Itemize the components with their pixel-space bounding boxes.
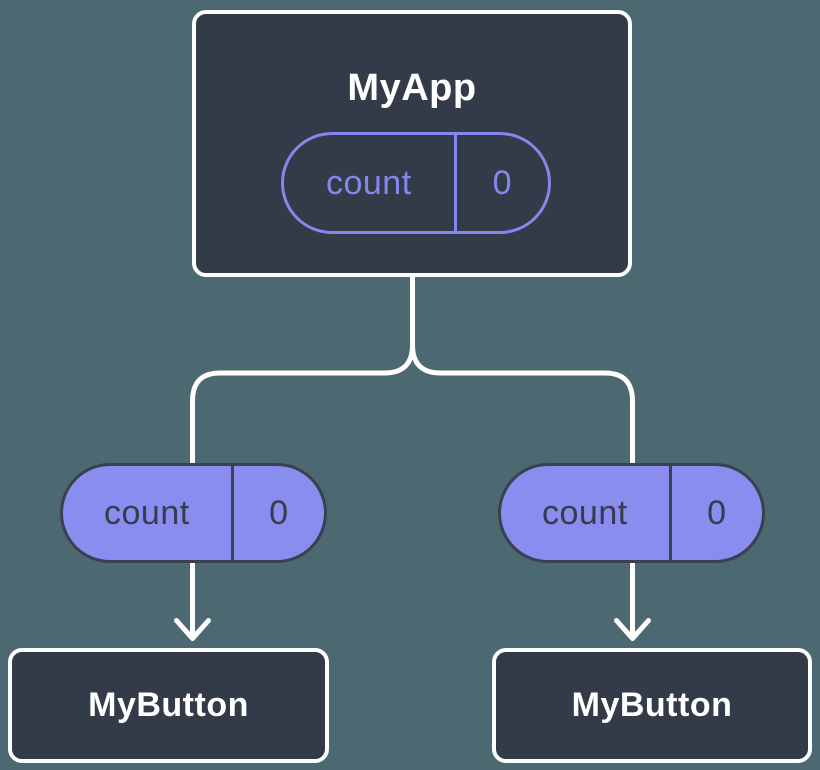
edge-right-branch xyxy=(410,272,635,636)
down-arrow-icon-left xyxy=(174,618,211,641)
component-node-child-left: MyButton xyxy=(8,648,329,763)
component-title: MyApp xyxy=(347,67,477,109)
prop-value-label: 0 xyxy=(492,163,513,202)
down-arrow-icon-right xyxy=(614,618,651,641)
component-node-child-right: MyButton xyxy=(492,648,812,763)
prop-name-label: count xyxy=(501,466,672,560)
prop-pill-right: count 0 xyxy=(498,463,765,563)
prop-pill-left: count 0 xyxy=(60,463,327,563)
prop-name-label: count xyxy=(63,466,234,560)
prop-value-label: 0 xyxy=(707,493,727,532)
component-node-root: MyApp count 0 xyxy=(192,10,632,277)
prop-value-label: 0 xyxy=(269,493,289,532)
edge-left-branch xyxy=(190,272,415,636)
prop-name-label: count xyxy=(284,135,457,231)
prop-pill-root: count 0 xyxy=(281,132,551,234)
